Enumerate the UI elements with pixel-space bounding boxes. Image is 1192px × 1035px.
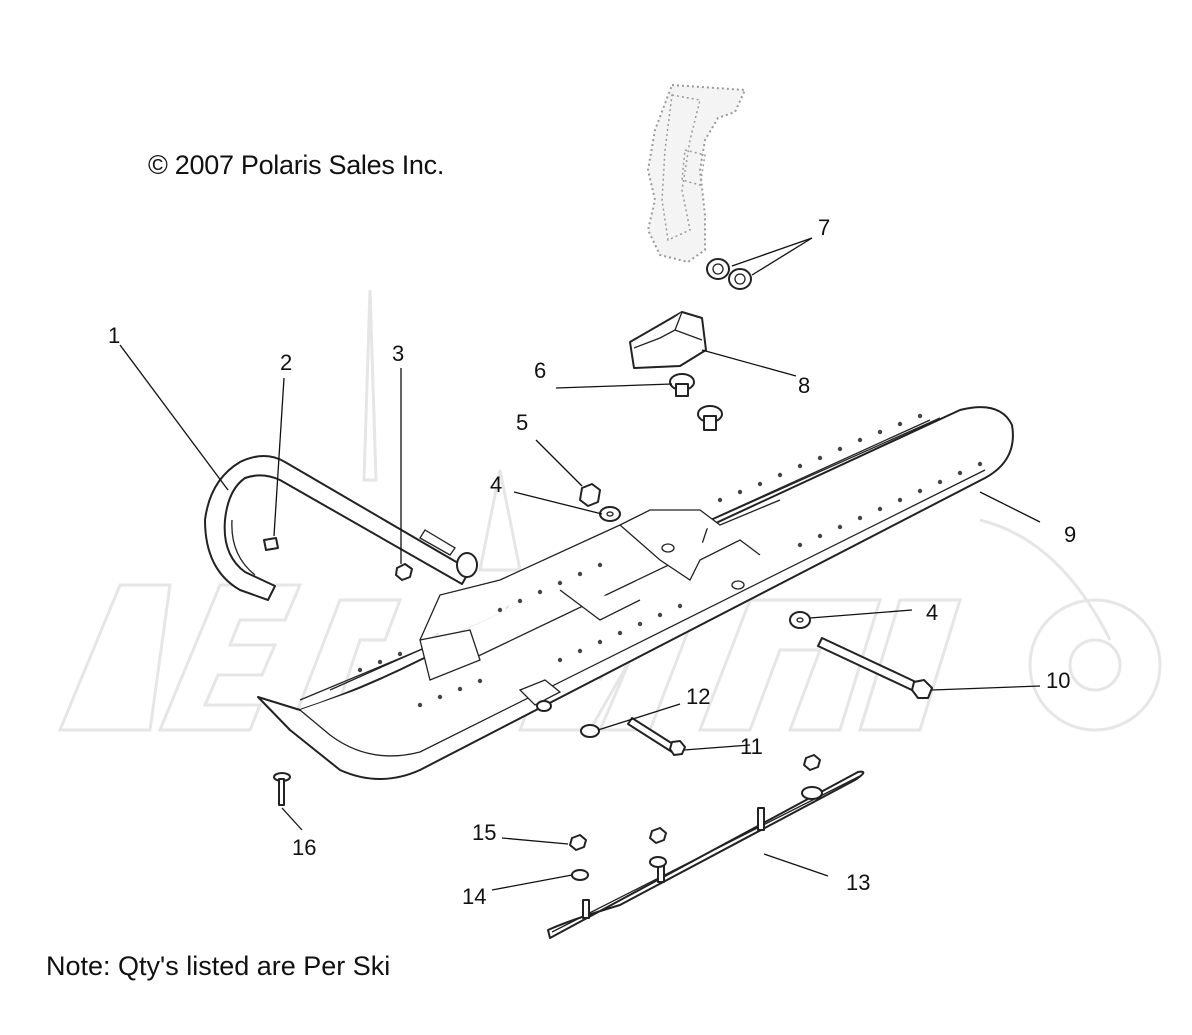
washer-upper <box>599 506 621 522</box>
leader-lines <box>119 237 1041 891</box>
short-bolt <box>627 717 686 756</box>
callout-12: 12 <box>686 684 710 709</box>
ski-loop-handle <box>204 455 478 601</box>
nut-and-washer-set <box>569 754 823 881</box>
bushing-pair <box>706 258 752 290</box>
lock-nut <box>579 483 601 507</box>
callout-2: 2 <box>280 350 292 375</box>
callout-3: 3 <box>392 341 404 366</box>
callout-11: 11 <box>740 734 763 759</box>
callout-10: 10 <box>1046 668 1070 693</box>
callout-4-lower: 4 <box>926 600 938 625</box>
flange-bolt-pair <box>669 373 723 431</box>
callout-16: 16 <box>292 835 316 860</box>
long-pivot-bolt <box>817 637 933 699</box>
callout-7: 7 <box>818 215 830 240</box>
washer-lower <box>789 611 811 629</box>
callout-13: 13 <box>846 870 870 895</box>
rivet <box>273 772 291 806</box>
callout-labels: 1 2 3 4 4 5 6 7 8 9 10 11 12 13 14 15 16 <box>108 215 1076 909</box>
small-nut <box>395 563 413 581</box>
carbide-wear-bar <box>547 770 865 939</box>
quantity-note: Note: Qty's listed are Per Ski <box>46 951 391 981</box>
callout-14: 14 <box>462 884 486 909</box>
callout-4-upper: 4 <box>490 472 502 497</box>
plug-rivet <box>263 537 279 551</box>
callout-5: 5 <box>516 410 528 435</box>
callout-8: 8 <box>798 373 810 398</box>
callout-6: 6 <box>534 358 546 383</box>
copyright-notice: © 2007 Polaris Sales Inc. <box>148 150 445 180</box>
ski-stopper-block <box>629 311 707 369</box>
ski-body <box>257 406 1014 780</box>
spindle-ghost <box>646 83 747 264</box>
small-washer <box>536 700 600 738</box>
callout-15: 15 <box>472 820 496 845</box>
callout-1: 1 <box>108 323 120 348</box>
callout-9: 9 <box>1064 522 1076 547</box>
ski-tread-teeth <box>357 413 983 708</box>
